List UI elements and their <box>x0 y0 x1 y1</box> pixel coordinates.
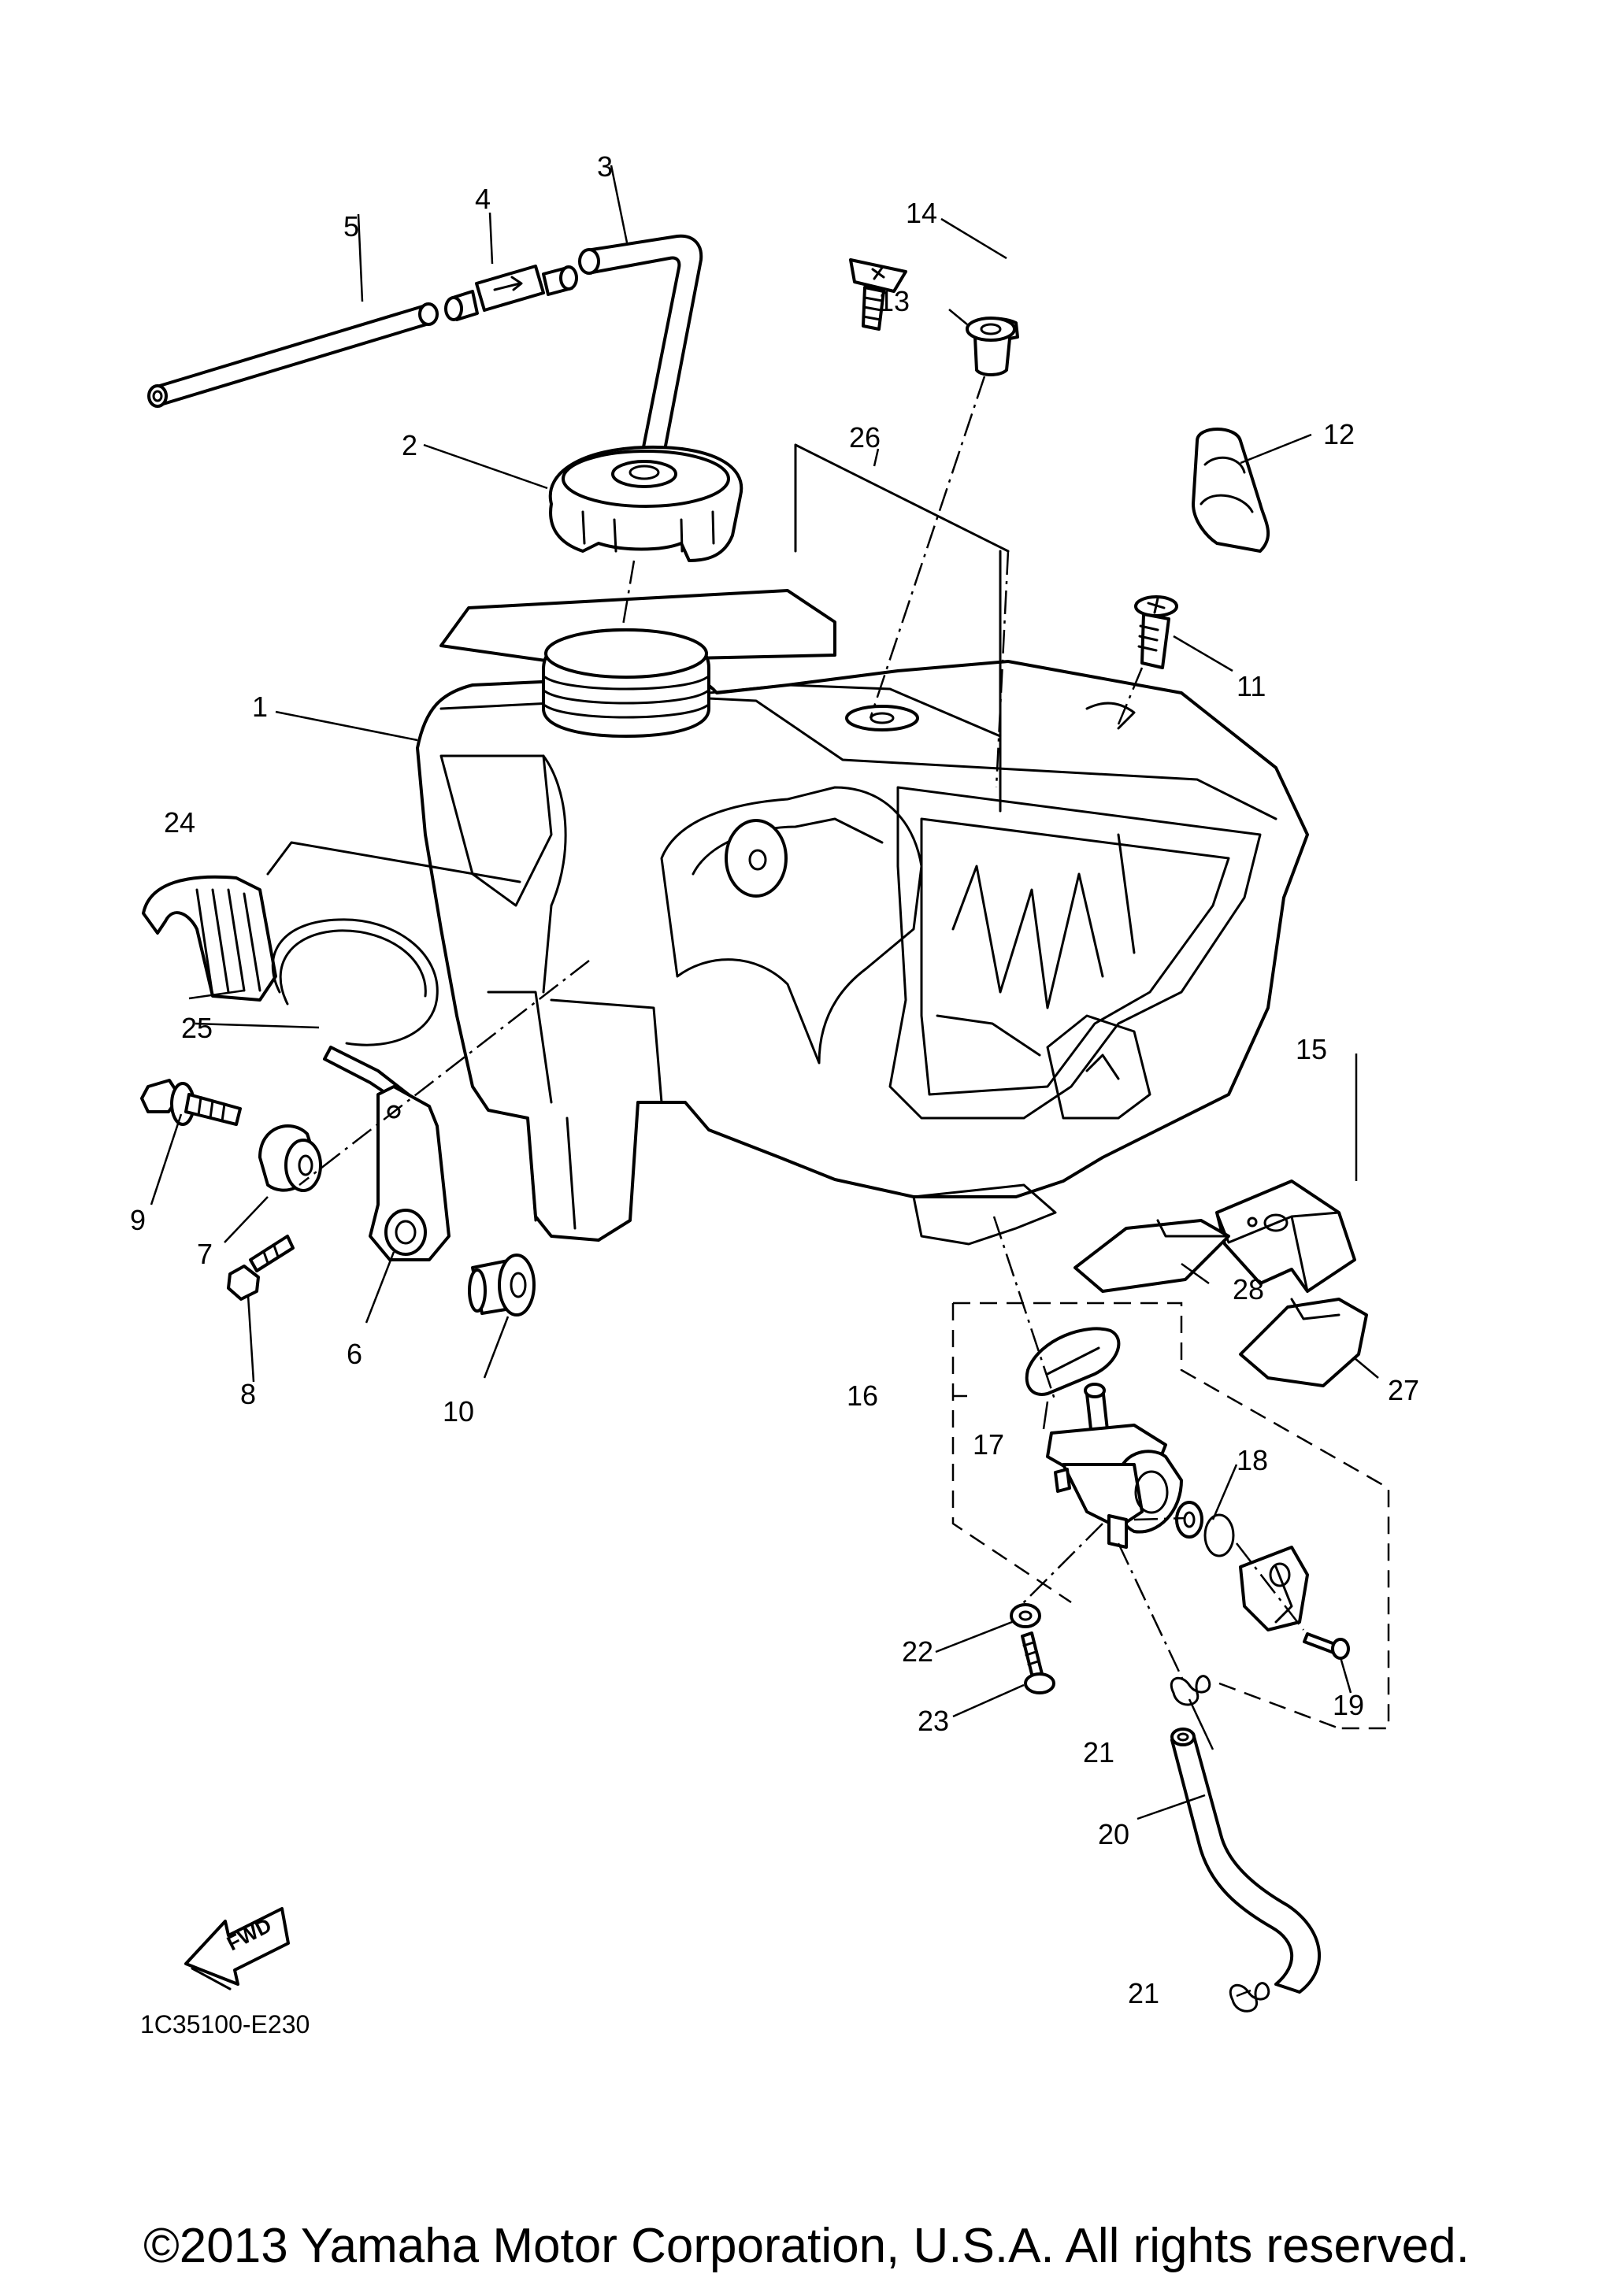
leader-lines <box>150 165 1379 1998</box>
callout-21-lower: 21 <box>1128 1977 1159 2009</box>
callout-18: 18 <box>1237 1444 1268 1476</box>
callout-14: 14 <box>906 197 937 229</box>
hose-clamp-25 <box>271 918 439 1108</box>
bolt-8 <box>227 1235 295 1301</box>
bolt-11 <box>1134 595 1178 669</box>
callout-17: 17 <box>973 1428 1004 1461</box>
callout-23: 23 <box>918 1705 949 1737</box>
copyright-notice: ©2013 Yamaha Motor Corporation, U.S.A. A… <box>143 2219 1470 2273</box>
lever-plate <box>1239 1546 1309 1631</box>
callout-8: 8 <box>240 1378 256 1410</box>
bush-13 <box>966 317 1019 376</box>
callout-22: 22 <box>902 1635 933 1668</box>
decal-26 <box>794 443 1010 813</box>
plate-28 <box>1073 1219 1230 1293</box>
callout-12: 12 <box>1323 418 1355 450</box>
callout-26: 26 <box>849 421 881 454</box>
hose-clip-21-lower <box>1229 1982 1270 2013</box>
lever-packing-18 <box>1175 1501 1235 1557</box>
callout-24: 24 <box>164 806 195 839</box>
callout-10: 10 <box>443 1395 474 1428</box>
callout-15: 15 <box>1296 1033 1327 1065</box>
callout-5: 5 <box>343 210 359 243</box>
bracket-6 <box>369 1085 451 1261</box>
callout-11: 11 <box>1237 670 1266 702</box>
callouts: 5 4 3 14 13 26 12 2 11 1 24 25 15 9 7 28… <box>130 150 1419 2009</box>
callout-19: 19 <box>1333 1689 1364 1721</box>
fwd-arrow-icon: FWD <box>184 1907 290 1990</box>
damper-7 <box>258 1124 322 1192</box>
callout-1: 1 <box>252 691 268 723</box>
callout-13: 13 <box>878 285 910 317</box>
callout-3: 3 <box>597 150 613 183</box>
callout-9: 9 <box>130 1204 146 1236</box>
collar-10 <box>468 1254 536 1316</box>
plate-27 <box>1239 1298 1368 1387</box>
callout-4: 4 <box>475 183 491 215</box>
bolt-9 <box>140 1079 242 1126</box>
screw-14 <box>849 258 907 331</box>
damper-band-24 <box>142 841 521 1002</box>
callout-28: 28 <box>1233 1273 1264 1305</box>
center-lines <box>298 376 1304 1686</box>
washer-22 <box>1010 1603 1041 1628</box>
breather-hose-5 <box>147 302 439 408</box>
damper-15 <box>1215 1179 1356 1293</box>
breather-hose-3 <box>578 234 703 460</box>
callout-2: 2 <box>402 429 417 461</box>
check-valve-4 <box>444 265 578 321</box>
callout-27: 27 <box>1388 1374 1419 1406</box>
callout-20: 20 <box>1098 1818 1129 1850</box>
gasket-17 <box>1025 1327 1121 1396</box>
callout-6: 6 <box>347 1338 362 1370</box>
fuel-cock-body <box>1046 1383 1183 1549</box>
screw-23 <box>1021 1631 1055 1694</box>
fuel-cock-assembly-16 <box>951 1302 1390 1730</box>
screw-19 <box>1303 1632 1350 1660</box>
fuel-tank-1 <box>416 589 1309 1246</box>
fuel-hose-20 <box>1170 1728 1321 1994</box>
callout-16: 16 <box>847 1379 878 1412</box>
callout-21-upper: 21 <box>1083 1736 1114 1768</box>
tank-cap-2 <box>548 445 743 562</box>
callout-25: 25 <box>181 1012 213 1044</box>
drawing-code: 1C35100-E230 <box>140 2010 310 2039</box>
clip-12 <box>1192 428 1270 553</box>
callout-7: 7 <box>197 1238 213 1270</box>
